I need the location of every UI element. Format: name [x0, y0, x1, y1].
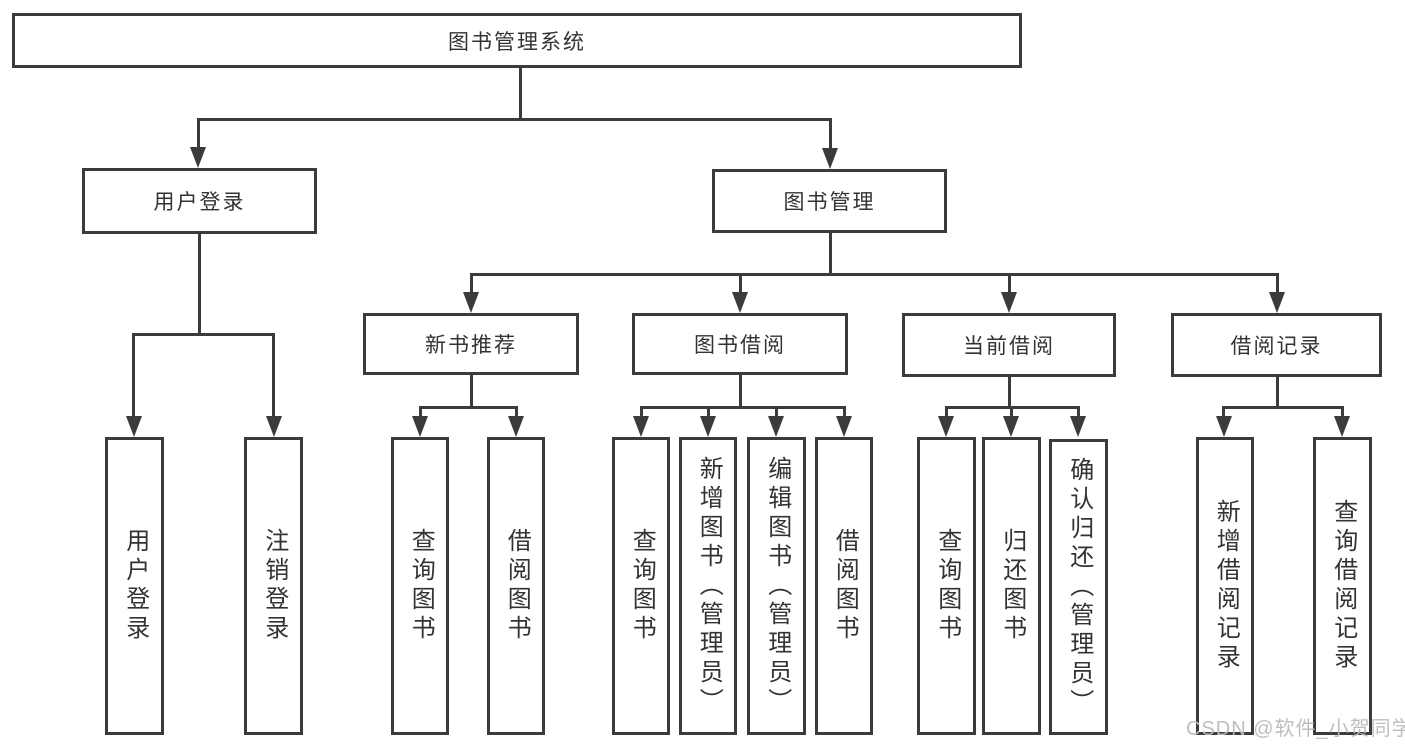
- arrowhead-recommend-icon: [463, 292, 479, 313]
- connector-login-stem: [198, 234, 201, 336]
- csdn-watermark: CSDN @软件_小贺同学: [1186, 718, 1405, 740]
- connector-recommend-branch: [419, 406, 518, 409]
- connector-drop-current-leaf3: [1077, 406, 1080, 419]
- arrowhead-borrow-leaf3-icon: [768, 416, 784, 437]
- leaf-add-borrow-record-label: 新增借阅记录: [1212, 499, 1240, 673]
- connector-drop-borrow-leaf3: [775, 406, 778, 419]
- connector-drop-recommend: [470, 273, 473, 295]
- arrowhead-login-leaf1-icon: [126, 416, 142, 437]
- arrowhead-login-leaf2-icon: [266, 416, 282, 437]
- connector-recommend-stem: [470, 375, 473, 409]
- connector-drop-bookmgmt: [829, 118, 832, 150]
- node-user-login: 用户登录: [82, 168, 317, 234]
- arrowhead-records-icon: [1269, 292, 1285, 313]
- leaf-query-borrow-record-label: 查询借阅记录: [1329, 499, 1357, 673]
- connector-drop-records-leaf1: [1222, 406, 1225, 419]
- leaf-add-borrow-record: 新增借阅记录: [1196, 437, 1254, 735]
- node-borrow-records-label: 借阅记录: [1230, 335, 1323, 358]
- connector-drop-login-leaf1: [132, 333, 135, 417]
- leaf-borrow-query-books: 查询图书: [612, 437, 670, 735]
- arrowhead-login-icon: [190, 147, 206, 168]
- leaf-borrow-books-label: 借阅图书: [831, 528, 859, 644]
- node-current-borrow-label: 当前借阅: [963, 335, 1055, 358]
- connector-drop-borrow-leaf1: [640, 406, 643, 419]
- leaf-return-books: 归还图书: [982, 437, 1041, 735]
- connector-drop-current-leaf2: [1010, 406, 1013, 419]
- connector-drop-borrow-leaf2: [707, 406, 710, 419]
- arrowhead-borrow-leaf2-icon: [700, 416, 716, 437]
- leaf-recommend-query-books-label: 查询图书: [407, 528, 435, 644]
- node-current-borrow: 当前借阅: [902, 313, 1116, 377]
- arrowhead-borrow-leaf4-icon: [836, 416, 852, 437]
- node-root: 图书管理系统: [12, 13, 1022, 68]
- leaf-logout-label: 注销登录: [260, 528, 288, 644]
- leaf-query-borrow-record: 查询借阅记录: [1313, 437, 1372, 735]
- arrowhead-records-leaf1-icon: [1216, 416, 1232, 437]
- leaf-return-books-label: 归还图书: [998, 528, 1026, 644]
- leaf-recommend-borrow-books: 借阅图书: [487, 437, 545, 735]
- arrowhead-records-leaf2-icon: [1334, 416, 1350, 437]
- arrowhead-borrow-leaf1-icon: [633, 416, 649, 437]
- connector-drop-login: [197, 118, 200, 150]
- node-user-login-label: 用户登录: [153, 191, 246, 214]
- leaf-borrow-query-books-label: 查询图书: [628, 528, 656, 644]
- arrowhead-recommend-leaf2-icon: [508, 416, 524, 437]
- connector-drop-borrow-leaf4: [843, 406, 846, 419]
- leaf-edit-books-admin: 编辑图书（管理员）: [747, 437, 806, 735]
- node-book-borrow-label: 图书借阅: [694, 334, 786, 357]
- leaf-user-login: 用户登录: [105, 437, 164, 735]
- node-book-borrow: 图书借阅: [632, 313, 848, 375]
- node-new-book-recommend: 新书推荐: [363, 313, 579, 375]
- connector-records-branch: [1222, 406, 1344, 409]
- leaf-confirm-return-admin: 确认归还（管理员）: [1049, 439, 1108, 735]
- connector-drop-recommend-leaf2: [515, 406, 518, 419]
- arrowhead-current-icon: [1001, 292, 1017, 313]
- connector-records-stem: [1276, 377, 1279, 409]
- connector-borrow-stem: [739, 375, 742, 409]
- leaf-current-query-books: 查询图书: [917, 437, 976, 735]
- connector-root-stem: [519, 67, 522, 121]
- leaf-user-login-label: 用户登录: [121, 528, 149, 644]
- leaf-edit-books-admin-label: 编辑图书（管理员）: [763, 455, 791, 717]
- connector-drop-records: [1276, 273, 1279, 295]
- connector-login-branch: [132, 333, 275, 336]
- connector-drop-recommend-leaf1: [419, 406, 422, 419]
- connector-drop-current-leaf1: [945, 406, 948, 419]
- node-book-management-label: 图书管理: [783, 191, 876, 214]
- arrowhead-borrow-icon: [732, 292, 748, 313]
- connector-current-stem: [1008, 377, 1011, 409]
- leaf-add-books-admin: 新增图书（管理员）: [679, 437, 737, 735]
- connector-drop-login-leaf2: [272, 333, 275, 417]
- connector-drop-current: [1008, 273, 1011, 295]
- arrowhead-recommend-leaf1-icon: [412, 416, 428, 437]
- connector-bookmgmt-stem: [829, 233, 832, 276]
- node-borrow-records: 借阅记录: [1171, 313, 1382, 377]
- connector-bookmgmt-branch: [470, 273, 1278, 276]
- connector-drop-borrow: [739, 273, 742, 295]
- arrowhead-current-leaf2-icon: [1003, 416, 1019, 437]
- arrowhead-current-leaf1-icon: [938, 416, 954, 437]
- leaf-recommend-borrow-books-label: 借阅图书: [503, 528, 531, 644]
- leaf-current-query-books-label: 查询图书: [933, 528, 961, 644]
- leaf-logout: 注销登录: [244, 437, 303, 735]
- node-book-management: 图书管理: [712, 169, 947, 233]
- connector-borrow-branch: [640, 406, 845, 409]
- leaf-recommend-query-books: 查询图书: [391, 437, 449, 735]
- connector-root-branch: [197, 118, 832, 121]
- leaf-add-books-admin-label: 新增图书（管理员）: [695, 455, 723, 717]
- leaf-borrow-books: 借阅图书: [815, 437, 873, 735]
- node-new-book-recommend-label: 新书推荐: [425, 334, 517, 357]
- arrowhead-current-leaf3-icon: [1070, 416, 1086, 437]
- arrowhead-bookmgmt-icon: [822, 148, 838, 169]
- leaf-confirm-return-admin-label: 确认归还（管理员）: [1065, 456, 1093, 718]
- connector-drop-records-leaf2: [1341, 406, 1344, 419]
- node-root-label: 图书管理系统: [448, 30, 586, 54]
